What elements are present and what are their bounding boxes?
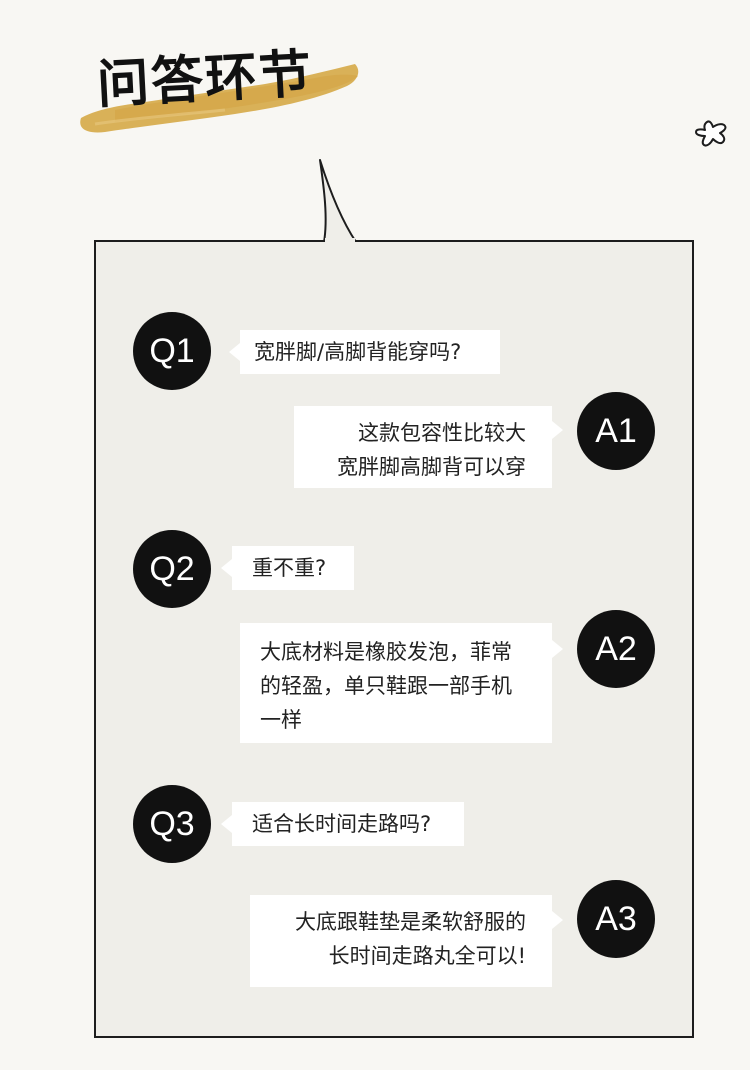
a2-badge: A2 <box>577 610 655 688</box>
section-title-block: 问答环节 <box>75 40 365 140</box>
page-title: 问答环节 <box>95 44 315 116</box>
a1-bubble-notch <box>552 421 563 439</box>
a3-line: 长时间走路丸全可以! <box>328 944 526 968</box>
q1-bubble: 宽胖脚/高脚背能穿吗? <box>240 330 500 374</box>
q3-text: 适合长时间走路吗? <box>252 812 432 836</box>
a2-bubble-notch <box>552 640 563 658</box>
q1-bubble-notch <box>229 343 240 361</box>
tail-joint <box>325 238 355 244</box>
a3-line: 大底跟鞋垫是柔软舒服的 <box>295 910 526 934</box>
q2-bubble: 重不重? <box>232 546 354 590</box>
q3-badge: Q3 <box>133 785 211 863</box>
a1-line: 宽胖脚高脚背可以穿 <box>337 455 526 479</box>
a1-badge: A1 <box>577 392 655 470</box>
a2-line: 的轻盈，单只鞋跟一部手机 <box>260 674 512 698</box>
a2-line: 大底材料是橡胶发泡，菲常 <box>260 640 512 664</box>
q1-badge: Q1 <box>133 312 211 390</box>
speech-bubble-tail <box>319 159 357 243</box>
a2-line: 一样 <box>260 708 302 732</box>
q2-bubble-notch <box>221 559 232 577</box>
a3-bubble: 大底跟鞋垫是柔软舒服的 长时间走路丸全可以! <box>250 895 552 987</box>
q1-text: 宽胖脚/高脚背能穿吗? <box>254 340 462 364</box>
q2-text: 重不重? <box>252 556 327 580</box>
a3-bubble-notch <box>552 911 563 929</box>
q3-bubble: 适合长时间走路吗? <box>232 802 464 846</box>
a1-line: 这款包容性比较大 <box>358 421 526 445</box>
q2-badge: Q2 <box>133 530 211 608</box>
brush-stroke-decoration <box>80 64 359 133</box>
a1-bubble: 这款包容性比较大 宽胖脚高脚背可以穿 <box>294 406 552 488</box>
sparkle-star-icon <box>695 120 727 147</box>
a2-bubble: 大底材料是橡胶发泡，菲常 的轻盈，单只鞋跟一部手机 一样 <box>240 623 552 743</box>
q3-bubble-notch <box>221 815 232 833</box>
a3-badge: A3 <box>577 880 655 958</box>
